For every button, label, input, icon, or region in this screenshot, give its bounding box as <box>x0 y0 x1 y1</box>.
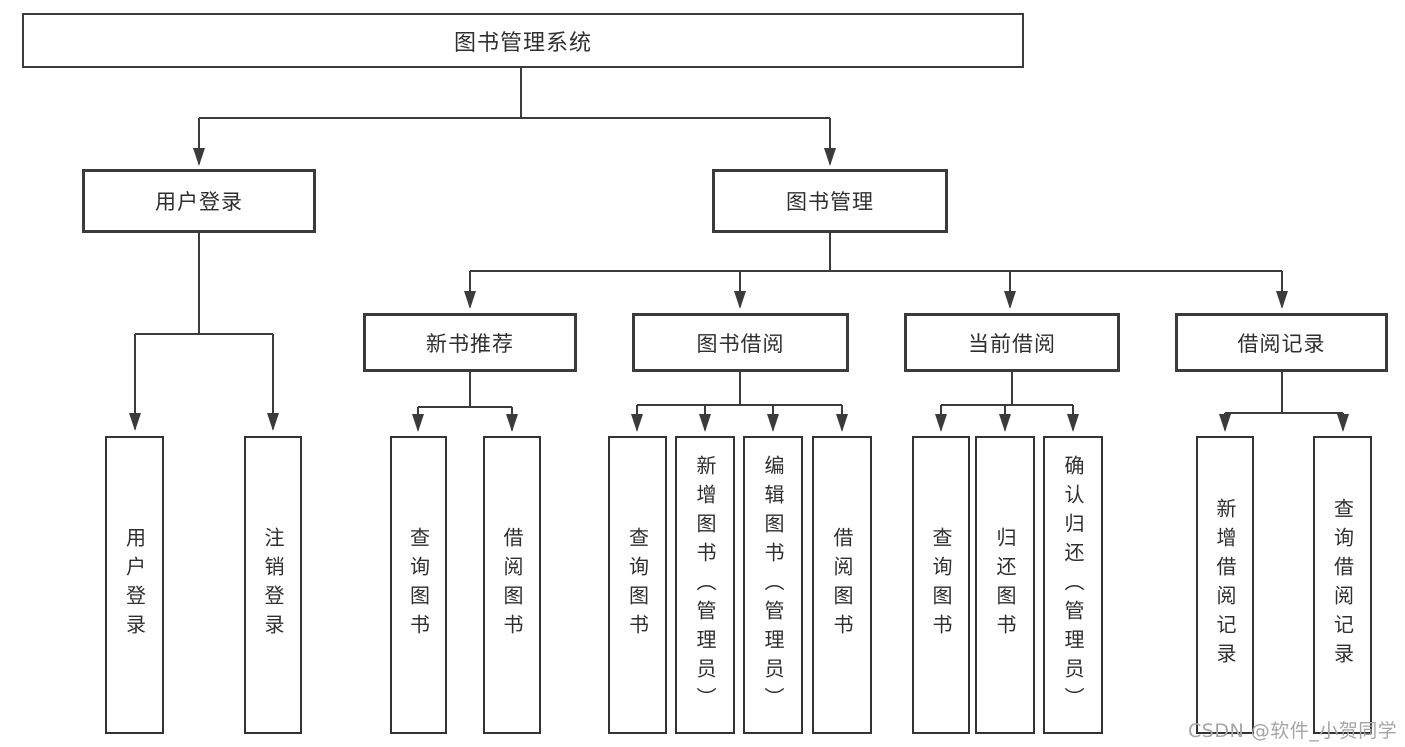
leaf-logout-label: 注销登录 <box>261 527 285 643</box>
node-root-system: 图书管理系统 <box>22 13 1024 68</box>
node-book-borrowing-label: 图书借阅 <box>696 331 785 356</box>
leaf-newbooks-query-book-label: 查询图书 <box>406 527 431 643</box>
node-current-borrow-label: 当前借阅 <box>968 331 1056 356</box>
leaf-user-login: 用户登录 <box>105 436 164 734</box>
node-borrow-records: 借阅记录 <box>1175 313 1388 372</box>
leaf-borrowing-query-book-label: 查询图书 <box>625 527 650 643</box>
node-new-book-recommend-label: 新书推荐 <box>426 331 514 356</box>
leaf-records-query-record: 查询借阅记录 <box>1313 436 1372 734</box>
leaf-borrowing-add-book-admin: 新增图书（管理员） <box>675 436 735 734</box>
leaf-borrowing-borrow-book-label: 借阅图书 <box>830 527 854 643</box>
leaf-user-login-label: 用户登录 <box>122 527 147 643</box>
leaf-borrowing-edit-book-admin-label: 编辑图书（管理员） <box>761 454 785 716</box>
leaf-current-query-book-label: 查询图书 <box>929 527 953 643</box>
leaf-current-confirm-return-admin-label: 确认归还（管理员） <box>1061 454 1085 716</box>
leaf-records-add-record: 新增借阅记录 <box>1196 436 1254 734</box>
leaf-borrowing-add-book-admin-label: 新增图书（管理员） <box>693 454 717 716</box>
node-book-borrowing: 图书借阅 <box>632 313 849 372</box>
leaf-borrowing-borrow-book: 借阅图书 <box>812 436 872 734</box>
leaf-borrowing-query-book: 查询图书 <box>608 436 667 734</box>
node-current-borrow: 当前借阅 <box>904 313 1120 372</box>
leaf-borrowing-edit-book-admin: 编辑图书（管理员） <box>743 436 803 734</box>
leaf-records-add-record-label: 新增借阅记录 <box>1213 498 1237 672</box>
leaf-current-return-book: 归还图书 <box>975 436 1035 734</box>
node-book-management: 图书管理 <box>712 169 948 233</box>
leaf-newbooks-borrow-book-label: 借阅图书 <box>500 527 524 643</box>
node-root-label: 图书管理系统 <box>453 30 592 56</box>
leaf-logout: 注销登录 <box>244 436 302 734</box>
leaf-current-query-book: 查询图书 <box>912 436 970 734</box>
node-user-login-label: 用户登录 <box>155 190 243 214</box>
leaf-current-confirm-return-admin: 确认归还（管理员） <box>1043 436 1103 734</box>
leaf-newbooks-borrow-book: 借阅图书 <box>483 436 541 734</box>
node-borrow-records-label: 借阅记录 <box>1237 331 1326 356</box>
leaf-current-return-book-label: 归还图书 <box>993 527 1017 643</box>
node-user-login: 用户登录 <box>82 169 316 233</box>
node-book-management-label: 图书管理 <box>786 190 874 214</box>
node-new-book-recommend: 新书推荐 <box>363 313 577 372</box>
csdn-watermark: CSDN @软件_小贺同学 <box>1188 720 1398 742</box>
leaf-newbooks-query-book: 查询图书 <box>390 436 447 734</box>
leaf-records-query-record-label: 查询借阅记录 <box>1330 498 1355 672</box>
